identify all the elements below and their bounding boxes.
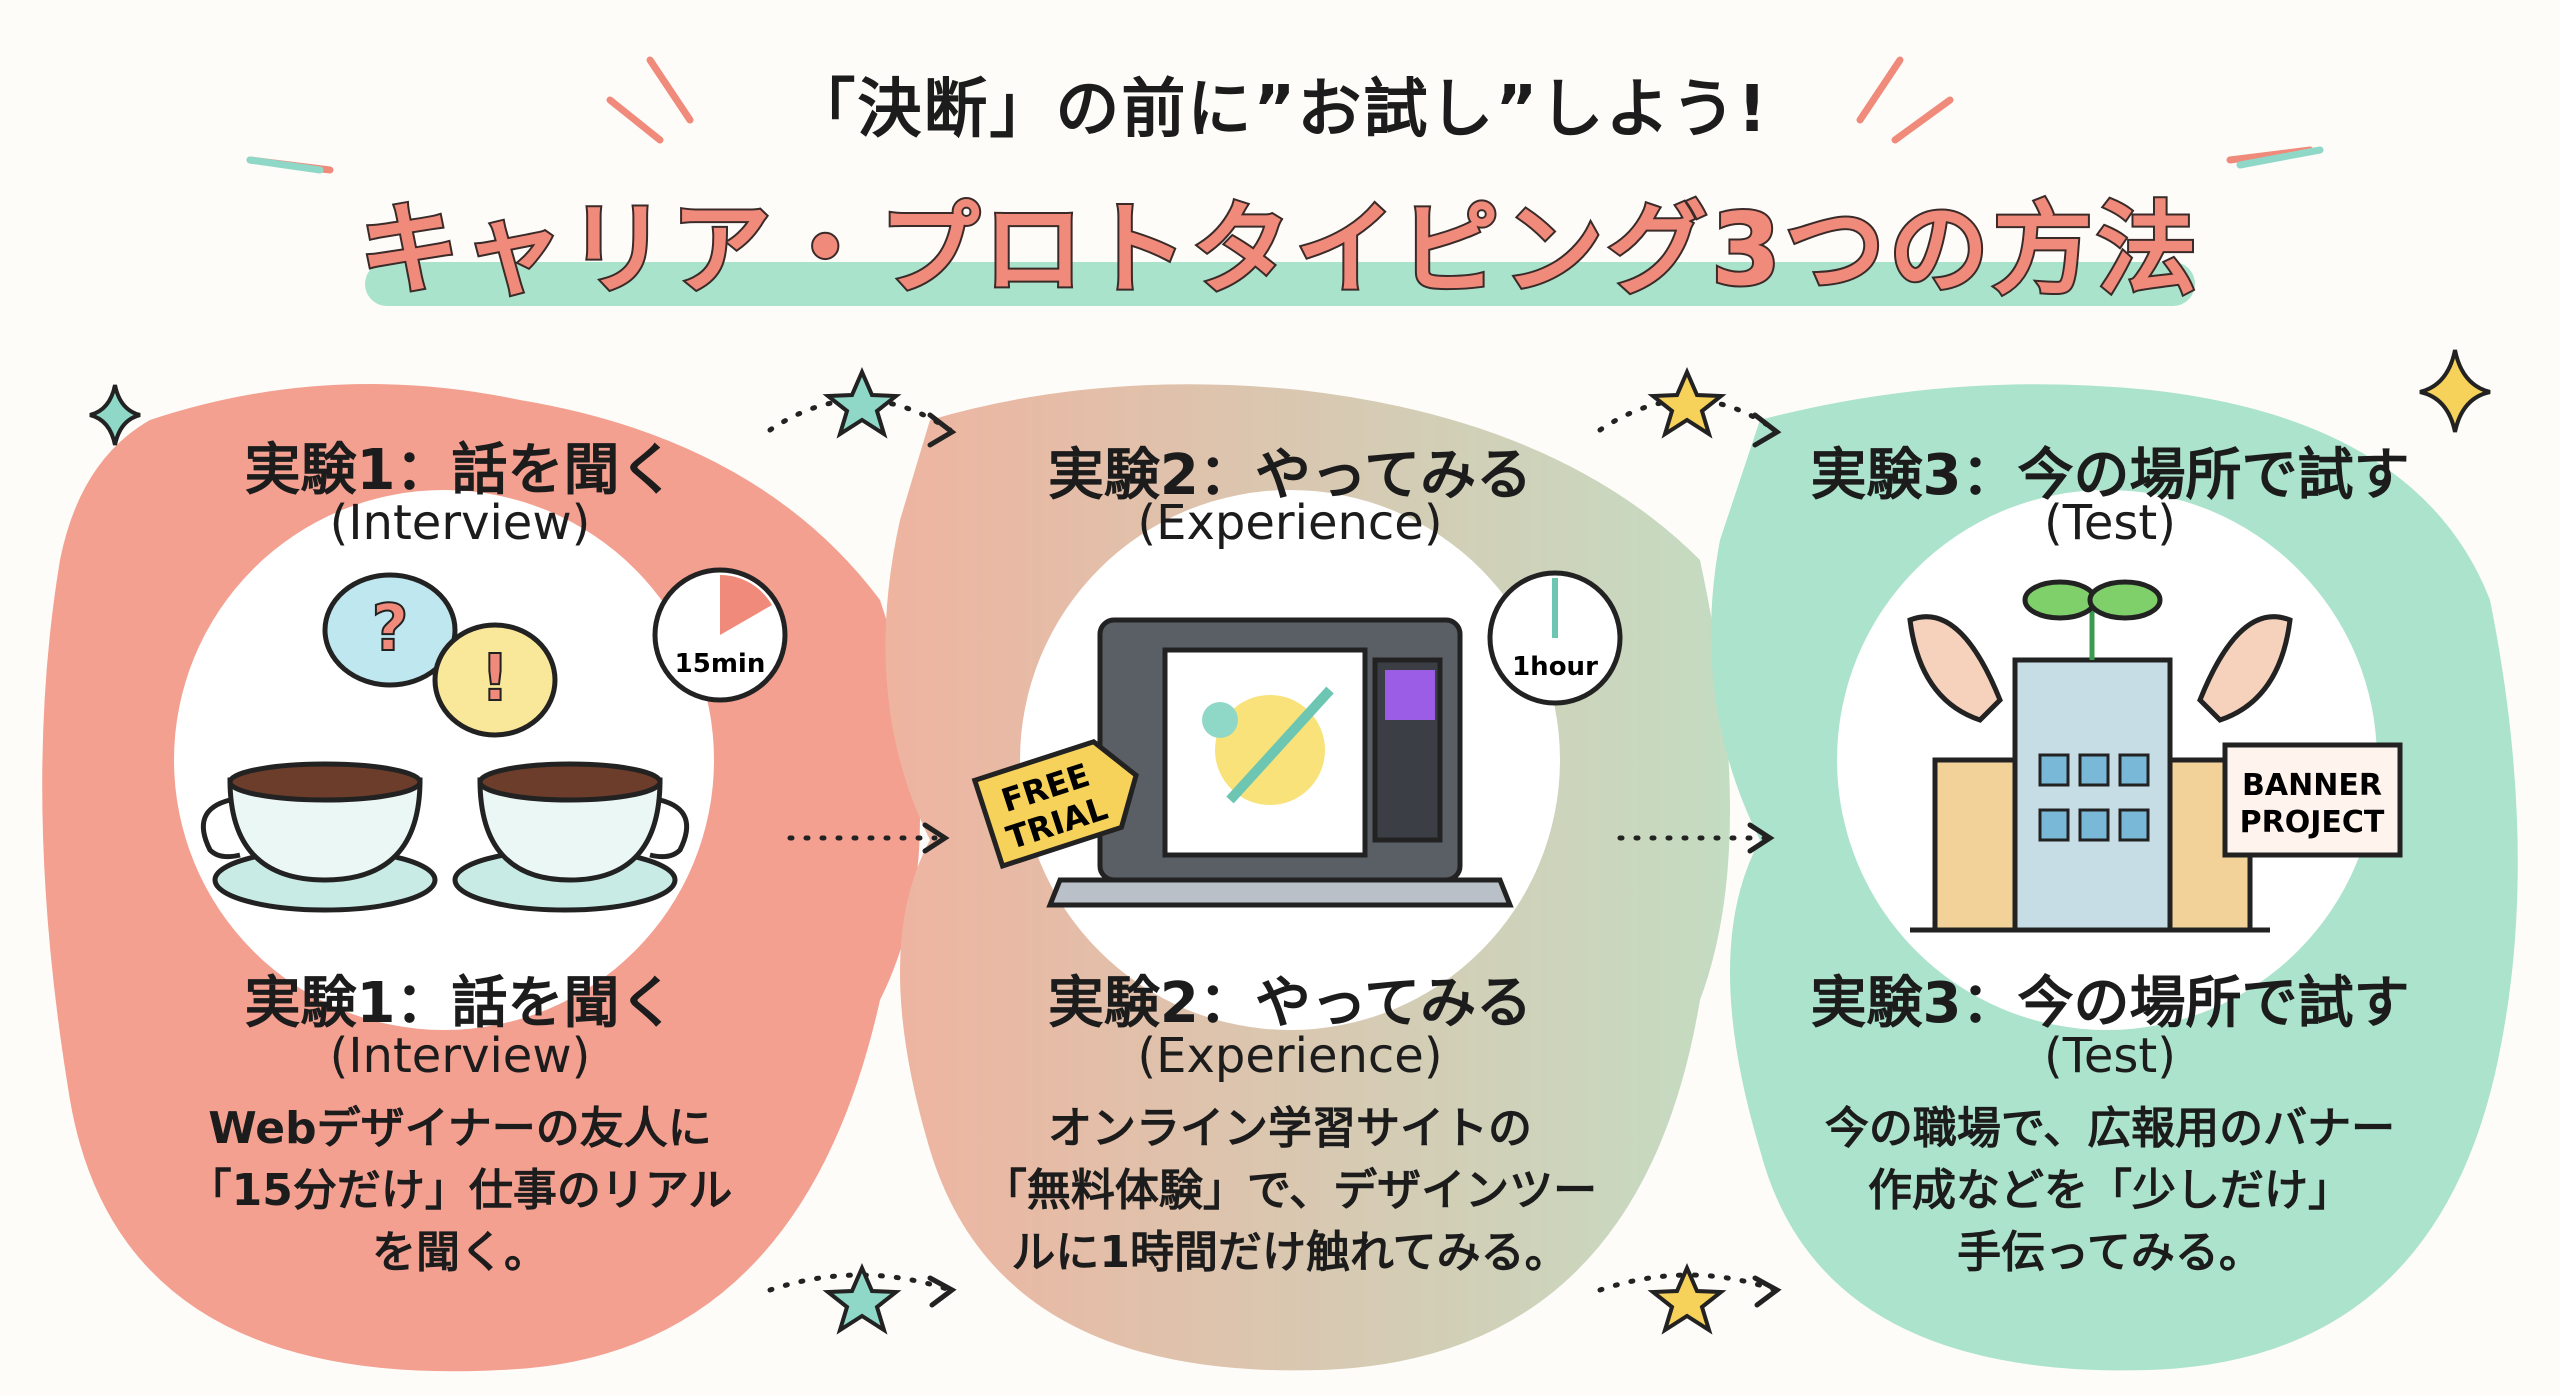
experiment-1-description: Webデザイナーの友人に「15分だけ」仕事のリアルを聞く。 — [187, 1103, 733, 1278]
svg-text:BANNER: BANNER — [2242, 768, 2382, 803]
laptop-illustration — [1046, 617, 1514, 908]
experiment-3-sub: (Test) — [2044, 1028, 2176, 1084]
experiment-3-top-sub: (Test) — [2044, 495, 2176, 551]
experiment-1-top-sub: (Interview) — [329, 495, 591, 551]
clock-icon-15min — [652, 567, 788, 703]
title-highlight — [365, 262, 2195, 306]
experiment-3-heading: 実験3：今の場所で試す — [1810, 971, 2410, 1036]
clock-icon-1hour — [1487, 570, 1623, 706]
experiment-1-heading: 実験1：話を聞く — [244, 971, 676, 1036]
page-title: キャリア・プロトタイピング3つの方法 — [357, 189, 2201, 310]
experiment-2-top-sub: (Experience) — [1137, 495, 1443, 551]
clock-label: 15min — [675, 649, 766, 679]
illustration-circle-1 — [174, 490, 714, 1030]
free-trial-tag: FREE TRIAL — [971, 738, 1139, 870]
clock-label: 1hour — [1512, 652, 1598, 682]
experiment-2-heading: 実験2：やってみる — [1047, 971, 1533, 1036]
subtitle: 「決断」の前に”お試し”しよう! — [791, 73, 1769, 147]
experiment-3-description: 今の職場で、広報用のバナー作成などを「少しだけ」手伝ってみる。 — [1824, 1103, 2396, 1278]
experiment-1-sub: (Interview) — [329, 1028, 591, 1084]
experiment-2-top-heading: 実験2：やってみる — [1047, 443, 1533, 508]
star-icons — [89, 349, 2491, 1335]
svg-text:PROJECT: PROJECT — [2240, 805, 2385, 840]
banner-project-flag: BANNER PROJECT — [2222, 742, 2403, 858]
experiment-2-sub: (Experience) — [1137, 1028, 1443, 1084]
experiment-3-top-heading: 実験3：今の場所で試す — [1810, 443, 2410, 508]
experiment-2-description: オンライン学習サイトの「無料体験」で、デザインツールに1時間だけ触れてみる。 — [982, 1103, 1598, 1278]
experiment-1-top-heading: 実験1：話を聞く — [244, 438, 676, 503]
exclamation-mark: ! — [480, 642, 509, 716]
building-illustration — [1907, 579, 2293, 933]
speech-bubbles-icon — [322, 572, 558, 738]
question-mark: ? — [371, 592, 408, 666]
coffee-cups-illustration — [200, 761, 690, 913]
